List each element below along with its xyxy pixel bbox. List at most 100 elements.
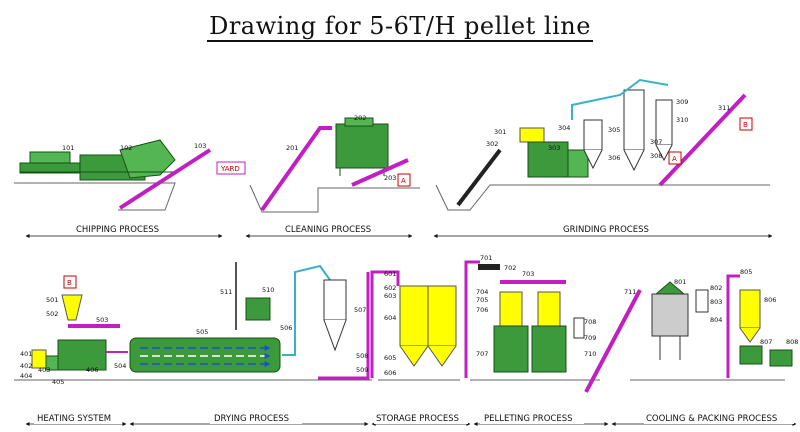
label-311: 311 (718, 104, 730, 112)
label-606: 606 (384, 369, 396, 377)
dryer-duct (282, 264, 331, 356)
label-710: 710 (584, 350, 596, 358)
label-303: 303 (548, 144, 560, 152)
bin-right-cone (427, 345, 457, 367)
label-705: 705 (476, 296, 488, 304)
label-202: 202 (354, 114, 366, 122)
ground-lines (14, 182, 785, 381)
furnace (31, 339, 107, 371)
conveyor-103 (118, 148, 212, 210)
label-405: 405 (52, 378, 64, 386)
label-707: 707 (476, 350, 488, 358)
diagram-title-text: Drawing for 5-6T/H pellet line (207, 12, 593, 42)
screw-702 (478, 264, 500, 270)
label-510: 510 (262, 286, 274, 294)
yard-box (216, 161, 246, 175)
marker-b2 (63, 275, 77, 289)
label-708: 708 (584, 318, 596, 326)
label-304: 304 (558, 124, 570, 132)
label-308: 308 (650, 152, 662, 160)
label-402: 402 (20, 362, 32, 370)
label-301: 301 (494, 128, 506, 136)
cyclone-group (583, 89, 673, 172)
label-307: 307 (650, 138, 662, 146)
diagram-title: Drawing for 5-6T/H pellet line (0, 12, 800, 42)
label-604: 604 (384, 314, 396, 322)
label-502: 502 (46, 310, 58, 318)
conveyor-701 (464, 260, 480, 378)
marker-a1 (397, 173, 411, 187)
hopper-501 (61, 294, 83, 321)
label-cooling: COOLING & PACKING PROCESS (646, 414, 777, 424)
label-310: 310 (676, 116, 688, 124)
label-601: 601 (384, 270, 396, 278)
label-711: 711 (624, 288, 636, 296)
label-203: 203 (384, 174, 396, 182)
label-706: 706 (476, 306, 488, 314)
label-201: 201 (286, 144, 298, 152)
marker-a2 (668, 151, 682, 165)
label-103: 103 (194, 142, 206, 150)
label-406: 406 (86, 366, 98, 374)
label-709: 709 (584, 334, 596, 342)
label-509: 509 (356, 366, 368, 374)
label-805: 805 (740, 268, 752, 276)
conveyor-711 (584, 289, 642, 393)
rotary-dryer (129, 337, 281, 373)
label-101: 101 (62, 144, 74, 152)
label-309: 309 (676, 98, 688, 106)
label-305: 305 (608, 126, 620, 134)
drum-screen (335, 117, 389, 176)
label-807: 807 (760, 338, 772, 346)
bin-right (427, 285, 457, 347)
label-605: 605 (384, 354, 396, 362)
conveyor-601 (370, 270, 400, 378)
label-808: 808 (786, 338, 798, 346)
label-506: 506 (280, 324, 292, 332)
label-403: 403 (38, 366, 50, 374)
label-401: 401 (20, 350, 32, 358)
label-508: 508 (356, 352, 368, 360)
label-102: 102 (120, 144, 132, 152)
label-404: 404 (20, 372, 32, 380)
label-storage: STORAGE PROCESS (376, 414, 459, 424)
marker-a1-label: A (401, 177, 406, 185)
label-511: 511 (220, 288, 232, 296)
label-302: 302 (486, 140, 498, 148)
label-701: 701 (480, 254, 492, 262)
dryer-cyclone (323, 279, 347, 352)
conveyor-311 (658, 93, 747, 187)
marker-b1 (739, 117, 753, 131)
pellet-mill-left (493, 291, 529, 373)
yard-label: YARD (220, 165, 240, 173)
label-chipping: CHIPPING PROCESS (76, 225, 159, 235)
conveyor-805 (726, 274, 740, 378)
pellet-mill-right (531, 291, 567, 373)
conveyor-302 (456, 148, 502, 207)
label-heating: HEATING SYSTEM (37, 414, 111, 424)
counterflow-cooler (651, 281, 689, 360)
hammer-mill (519, 127, 589, 178)
bin-left (399, 285, 429, 347)
marker-b1-label: B (743, 121, 748, 129)
label-cleaning: CLEANING PROCESS (285, 225, 371, 235)
label-505: 505 (196, 328, 208, 336)
marker-b2-label: B (67, 279, 72, 287)
label-503: 503 (96, 316, 108, 324)
pellet-cyclone (573, 317, 585, 339)
label-702: 702 (504, 264, 516, 272)
bin-left-cone (399, 345, 429, 367)
conveyor-509 (318, 272, 370, 380)
chipper-unit (19, 139, 176, 181)
marker-a2-label: A (672, 155, 677, 163)
label-pelleting: PELLETING PROCESS (484, 414, 573, 424)
label-306: 306 (608, 154, 620, 162)
conveyor-203 (351, 158, 409, 187)
air-duct-grinding (571, 78, 669, 120)
label-504: 504 (114, 362, 126, 370)
cooler-cyclone (695, 289, 709, 313)
label-507: 507 (354, 306, 366, 314)
label-703: 703 (522, 270, 534, 278)
label-drying: DRYING PROCESS (214, 414, 289, 424)
